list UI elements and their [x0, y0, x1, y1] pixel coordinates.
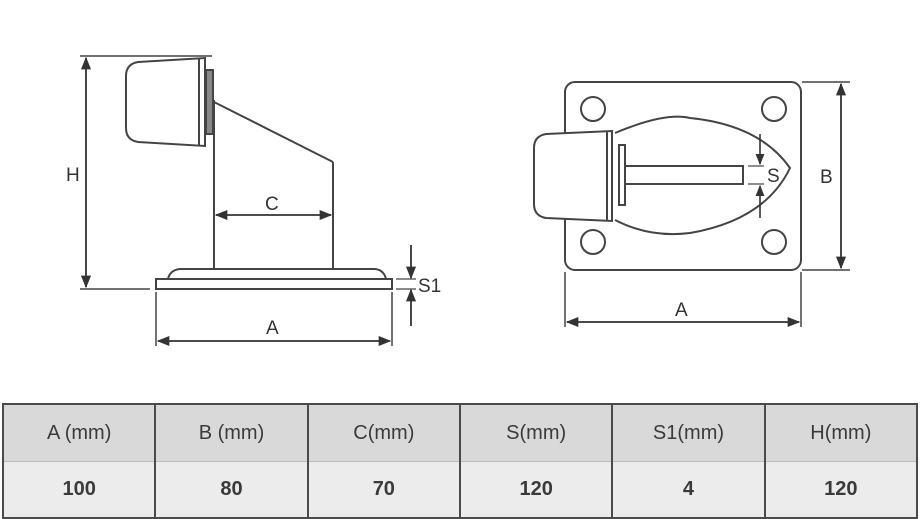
- value-s1: 4: [611, 461, 766, 519]
- header-b: B (mm): [154, 403, 309, 462]
- value-h: 120: [763, 461, 919, 519]
- dim-label-s1: S1: [418, 276, 441, 297]
- table-row: 100 80 70 120 4 120: [1, 461, 919, 519]
- dim-label-c: C: [265, 194, 279, 215]
- dim-label-a-side: A: [266, 318, 279, 339]
- header-c: C(mm): [306, 403, 461, 462]
- header-a: A (mm): [1, 403, 157, 462]
- value-b: 80: [154, 461, 309, 519]
- spec-table-header-row: A (mm) B (mm) C(mm) S(mm) S1(mm) H(mm): [1, 403, 919, 462]
- dim-label-s: S: [767, 166, 780, 187]
- dim-label-h: H: [66, 165, 80, 186]
- side-view: [80, 55, 417, 347]
- header-s1: S1(mm): [611, 403, 766, 462]
- header-h: H(mm): [763, 403, 919, 462]
- value-s: 120: [458, 461, 614, 519]
- bumper-head: [125, 56, 206, 148]
- spec-table: A (mm) B (mm) C(mm) S(mm) S1(mm) H(mm) 1…: [1, 403, 919, 519]
- dim-label-b: B: [820, 167, 833, 188]
- top-view: [533, 81, 850, 328]
- technical-drawing: H C A S1: [66, 55, 850, 347]
- dim-label-a-top: A: [675, 300, 688, 321]
- value-c: 70: [306, 461, 461, 519]
- header-s: S(mm): [458, 403, 614, 462]
- value-a: 100: [1, 461, 157, 519]
